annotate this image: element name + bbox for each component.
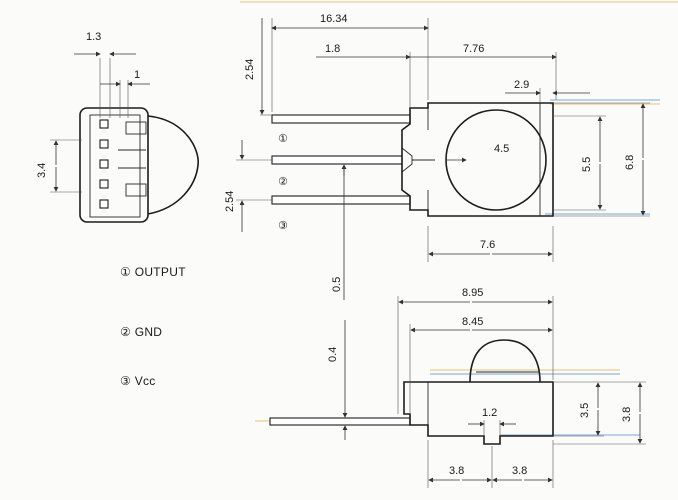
dim-pin-pitch-a: 2.54 [244, 59, 256, 80]
dim-base-left: 3.8 [449, 465, 464, 477]
legend-output: ① OUTPUT [120, 265, 186, 279]
side-view-dome [469, 339, 541, 383]
pin-legend: ① OUTPUT ② GND ③ Vcc [120, 265, 186, 388]
dim-pin-thickness: 0.5 [331, 277, 343, 292]
side-view-lead [269, 417, 411, 426]
end-view-lens [147, 115, 199, 215]
pin-marker-1: ① [278, 133, 288, 145]
dim-side-height: 3.4 [36, 163, 48, 178]
dim-side-h1: 3.5 [579, 403, 591, 418]
legend-vcc: ③ Vcc [120, 374, 156, 388]
dim-lens-offset: 2.9 [514, 79, 529, 91]
dim-body-length: 7.76 [463, 43, 484, 55]
pin-marker-3: ③ [278, 220, 288, 232]
dim-top-lip: 1 [134, 69, 140, 81]
dim-pin-pitch-b: 2.54 [224, 191, 236, 212]
dim-pin-offset: 1.8 [325, 43, 340, 55]
end-view-body [79, 107, 149, 223]
dim-body-base: 7.6 [480, 239, 495, 251]
front-view: ① ② ③ 16.34 1.8 7.76 2.54 2.9 4.5 [224, 13, 650, 300]
dim-base-right: 3.8 [512, 465, 527, 477]
pin-1 [271, 114, 411, 124]
pin-marker-2: ② [278, 176, 288, 188]
pin-2 [271, 155, 403, 165]
front-view-body [401, 102, 554, 217]
dim-lens-dia: 4.5 [494, 143, 509, 155]
dim-side-total: 8.95 [462, 287, 483, 299]
dim-total-length: 16.34 [320, 13, 348, 25]
dim-body-height: 6.8 [624, 155, 636, 170]
end-view: 1.3 1 3.4 [36, 31, 199, 223]
dim-side-h2: 3.8 [621, 407, 633, 422]
dim-lens-height: 5.5 [581, 157, 593, 172]
side-view: 8.95 8.45 0.4 1.2 3.5 3.8 [269, 287, 646, 488]
dim-top-width: 1.3 [86, 31, 101, 43]
dim-side-dome: 8.45 [462, 316, 483, 328]
dim-notch: 1.2 [482, 407, 497, 419]
scan-artifacts [240, 1, 678, 436]
dim-side-gap: 0.4 [327, 347, 339, 362]
legend-gnd: ② GND [120, 325, 162, 339]
pin-3 [271, 195, 411, 205]
